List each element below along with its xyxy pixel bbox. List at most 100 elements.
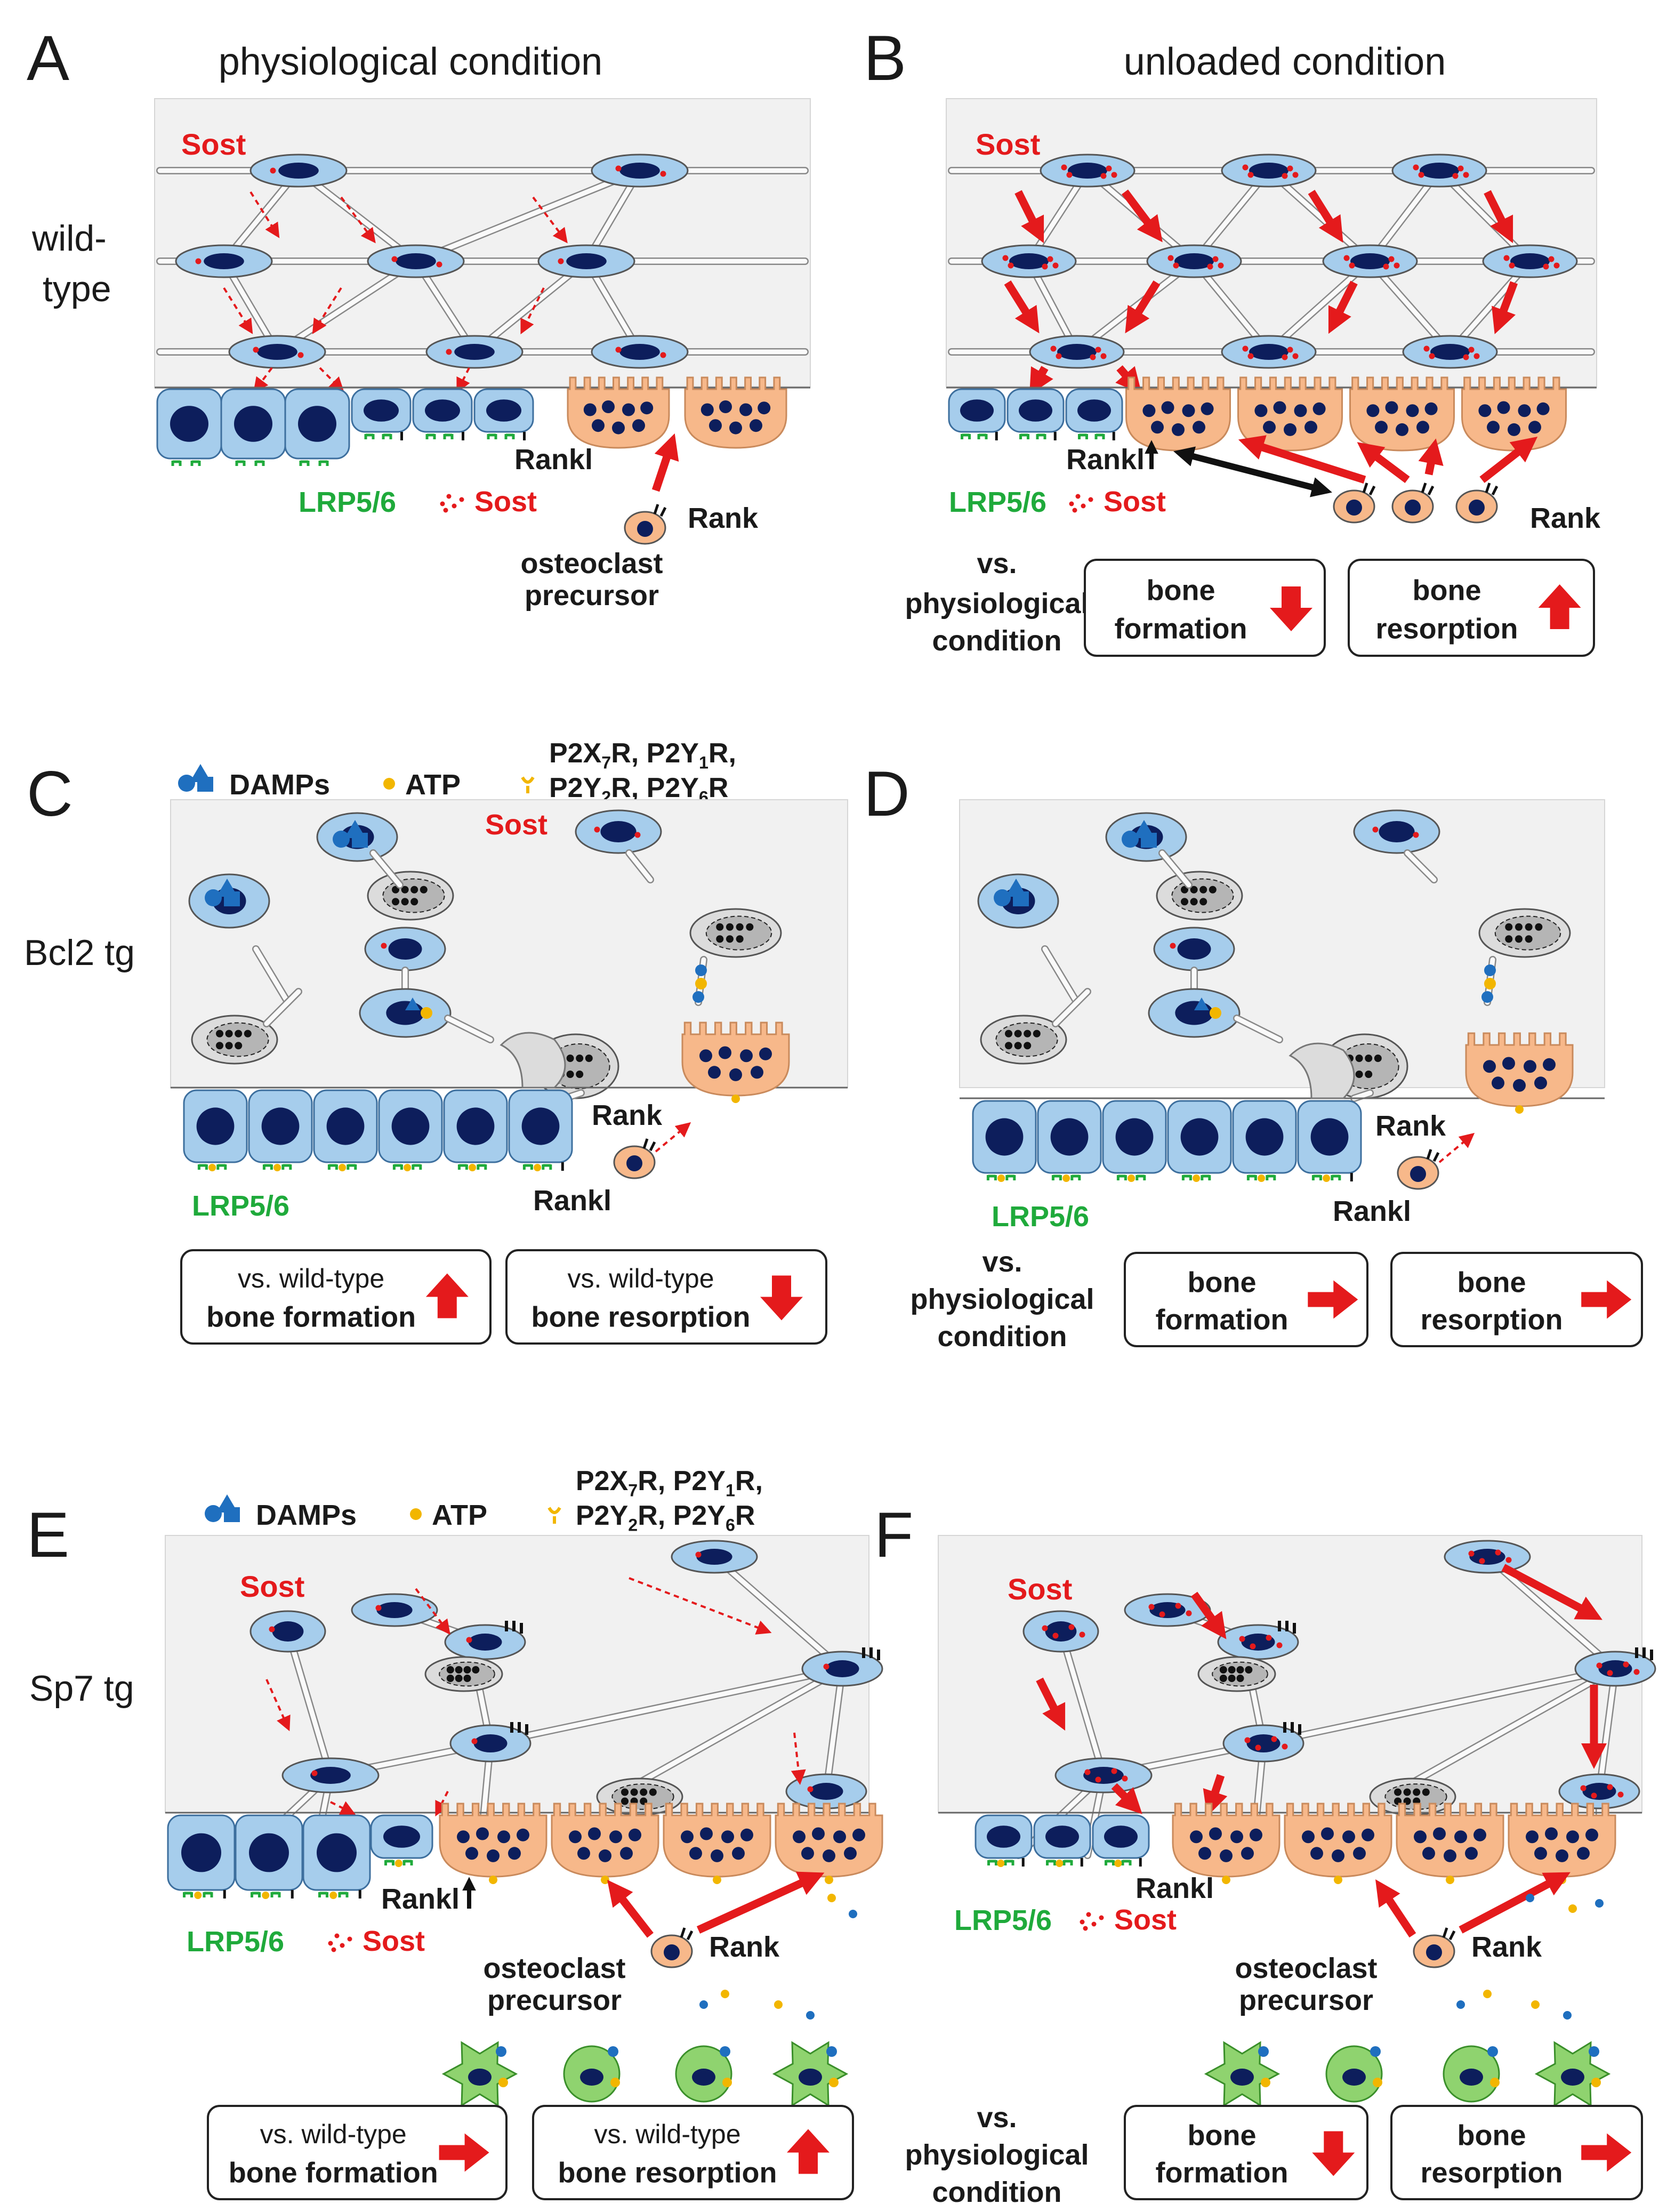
sost-legend: Sost	[1080, 1904, 1177, 1936]
apoptotic-body	[1288, 1042, 1355, 1099]
precursor-label: osteoclast	[483, 1952, 625, 1984]
status-box-measure: bone	[1147, 575, 1215, 607]
up-arrow-icon	[787, 2129, 830, 2174]
osteoblast	[248, 1089, 313, 1171]
red-arrow-icon	[1492, 281, 1518, 334]
sost-legend: Sost	[440, 486, 537, 518]
atp-dot-icon	[421, 1007, 432, 1019]
comparison-label: vs.	[977, 2102, 1017, 2134]
red-arrow-icon	[253, 367, 273, 393]
osteoblast	[235, 1814, 303, 1899]
lrp-label: LRP5/6	[192, 1190, 289, 1222]
red-arrow-icon	[1357, 442, 1410, 483]
immune-cell	[563, 2045, 621, 2103]
osteocyte	[575, 809, 662, 854]
atp-dot-icon	[383, 778, 395, 790]
status-box-measure: resorption	[1375, 613, 1518, 645]
comparison-label: condition	[932, 625, 1062, 657]
osteoblast	[378, 1089, 443, 1171]
status-box-measure: resorption	[1420, 2157, 1563, 2189]
damps-label: DAMPs	[256, 1499, 357, 1531]
receptor-label: P2X7R, P2Y1R,	[576, 1466, 763, 1500]
comparison-label: condition	[938, 1321, 1067, 1353]
down-arrow-icon	[760, 1275, 803, 1321]
osteoclast-precursor	[1333, 482, 1376, 524]
osteocyte	[1402, 335, 1498, 369]
rankl-label: Rankl	[533, 1185, 611, 1217]
status-box-measure: bone	[1188, 2120, 1257, 2152]
osteoblast	[313, 1089, 378, 1171]
damp-shapes-icon	[1122, 820, 1157, 848]
released-molecule	[1526, 1894, 1534, 1902]
comparison-label: vs.	[977, 548, 1017, 580]
bone-matrix	[165, 1535, 869, 1813]
dead-osteocyte	[1156, 871, 1243, 921]
osteoblast	[167, 1814, 236, 1899]
rank-label: Rank	[1530, 502, 1601, 534]
red-arrow-icon	[520, 287, 545, 335]
osteocyte	[359, 988, 452, 1038]
atp-dot-icon	[410, 1508, 422, 1520]
rankl-label: Rankl	[381, 1883, 460, 1915]
red-arrow-icon	[330, 1801, 356, 1815]
red-arrow-icon	[607, 1879, 654, 1938]
dendrite-canal	[413, 168, 642, 264]
damp-shapes-icon	[205, 879, 240, 906]
dendrite-canal	[1159, 850, 1191, 888]
osteoclast	[439, 1803, 547, 1884]
osteoblast	[1065, 388, 1123, 440]
dendrite-canal	[275, 259, 418, 355]
osteoblast	[443, 1089, 508, 1171]
red-arrow-icon	[1501, 1564, 1602, 1620]
osteocyte	[591, 335, 689, 369]
dendrite-canal	[445, 1016, 493, 1042]
status-box-comparison: vs. wild-type	[594, 2119, 740, 2149]
rankl-label: Rankl	[1136, 1872, 1214, 1904]
osteoclast-precursor	[624, 504, 667, 545]
sost-label: Sost	[485, 809, 547, 841]
osteoclast-precursor	[613, 1138, 656, 1179]
osteocyte	[1353, 809, 1440, 854]
red-arrow-icon	[456, 367, 470, 393]
dead-osteocyte	[980, 1015, 1067, 1065]
released-molecule	[1531, 2000, 1540, 2009]
panel-letter: B	[864, 22, 906, 94]
status-box-measure: formation	[1115, 613, 1247, 645]
genotype-label: wild-	[31, 218, 107, 259]
osteoclast	[1465, 1032, 1574, 1114]
dendrite-canal	[285, 1629, 333, 1778]
dendrite-canal	[1597, 1666, 1618, 1794]
damps-label: DAMPs	[229, 769, 330, 801]
sost-label: Sost	[240, 1570, 304, 1603]
osteocyte	[981, 244, 1077, 278]
osteocyte	[1148, 988, 1241, 1038]
osteocyte	[364, 927, 446, 971]
status-box-comparison: vs. wild-type	[238, 1264, 384, 1293]
released-molecule	[827, 1894, 836, 1902]
immune-cell	[1534, 2041, 1611, 2107]
red-arrow-icon	[1438, 1132, 1475, 1163]
panel-letter: D	[864, 758, 910, 830]
osteoclast	[1461, 376, 1567, 452]
dendrite-canal	[1394, 1666, 1618, 1794]
dendrite-canal	[1053, 989, 1090, 1026]
immune-cell	[1325, 2045, 1383, 2103]
osteoblast	[1102, 1100, 1167, 1182]
damp-shapes-icon	[205, 1494, 240, 1522]
red-arrow-icon	[1238, 435, 1366, 484]
osteoclast	[1396, 1803, 1504, 1884]
osteocyte	[785, 1773, 867, 1809]
osteoclast	[1284, 1803, 1392, 1884]
red-arrow-icon	[1004, 280, 1040, 334]
osteocyte	[367, 244, 465, 278]
sost-legend: Sost	[328, 1925, 425, 1957]
red-arrow-icon	[312, 287, 342, 334]
red-arrow-icon	[319, 367, 344, 392]
red-arrow-icon	[1111, 1783, 1142, 1814]
red-arrow-icon	[1328, 280, 1358, 334]
osteocyte	[1146, 244, 1242, 278]
